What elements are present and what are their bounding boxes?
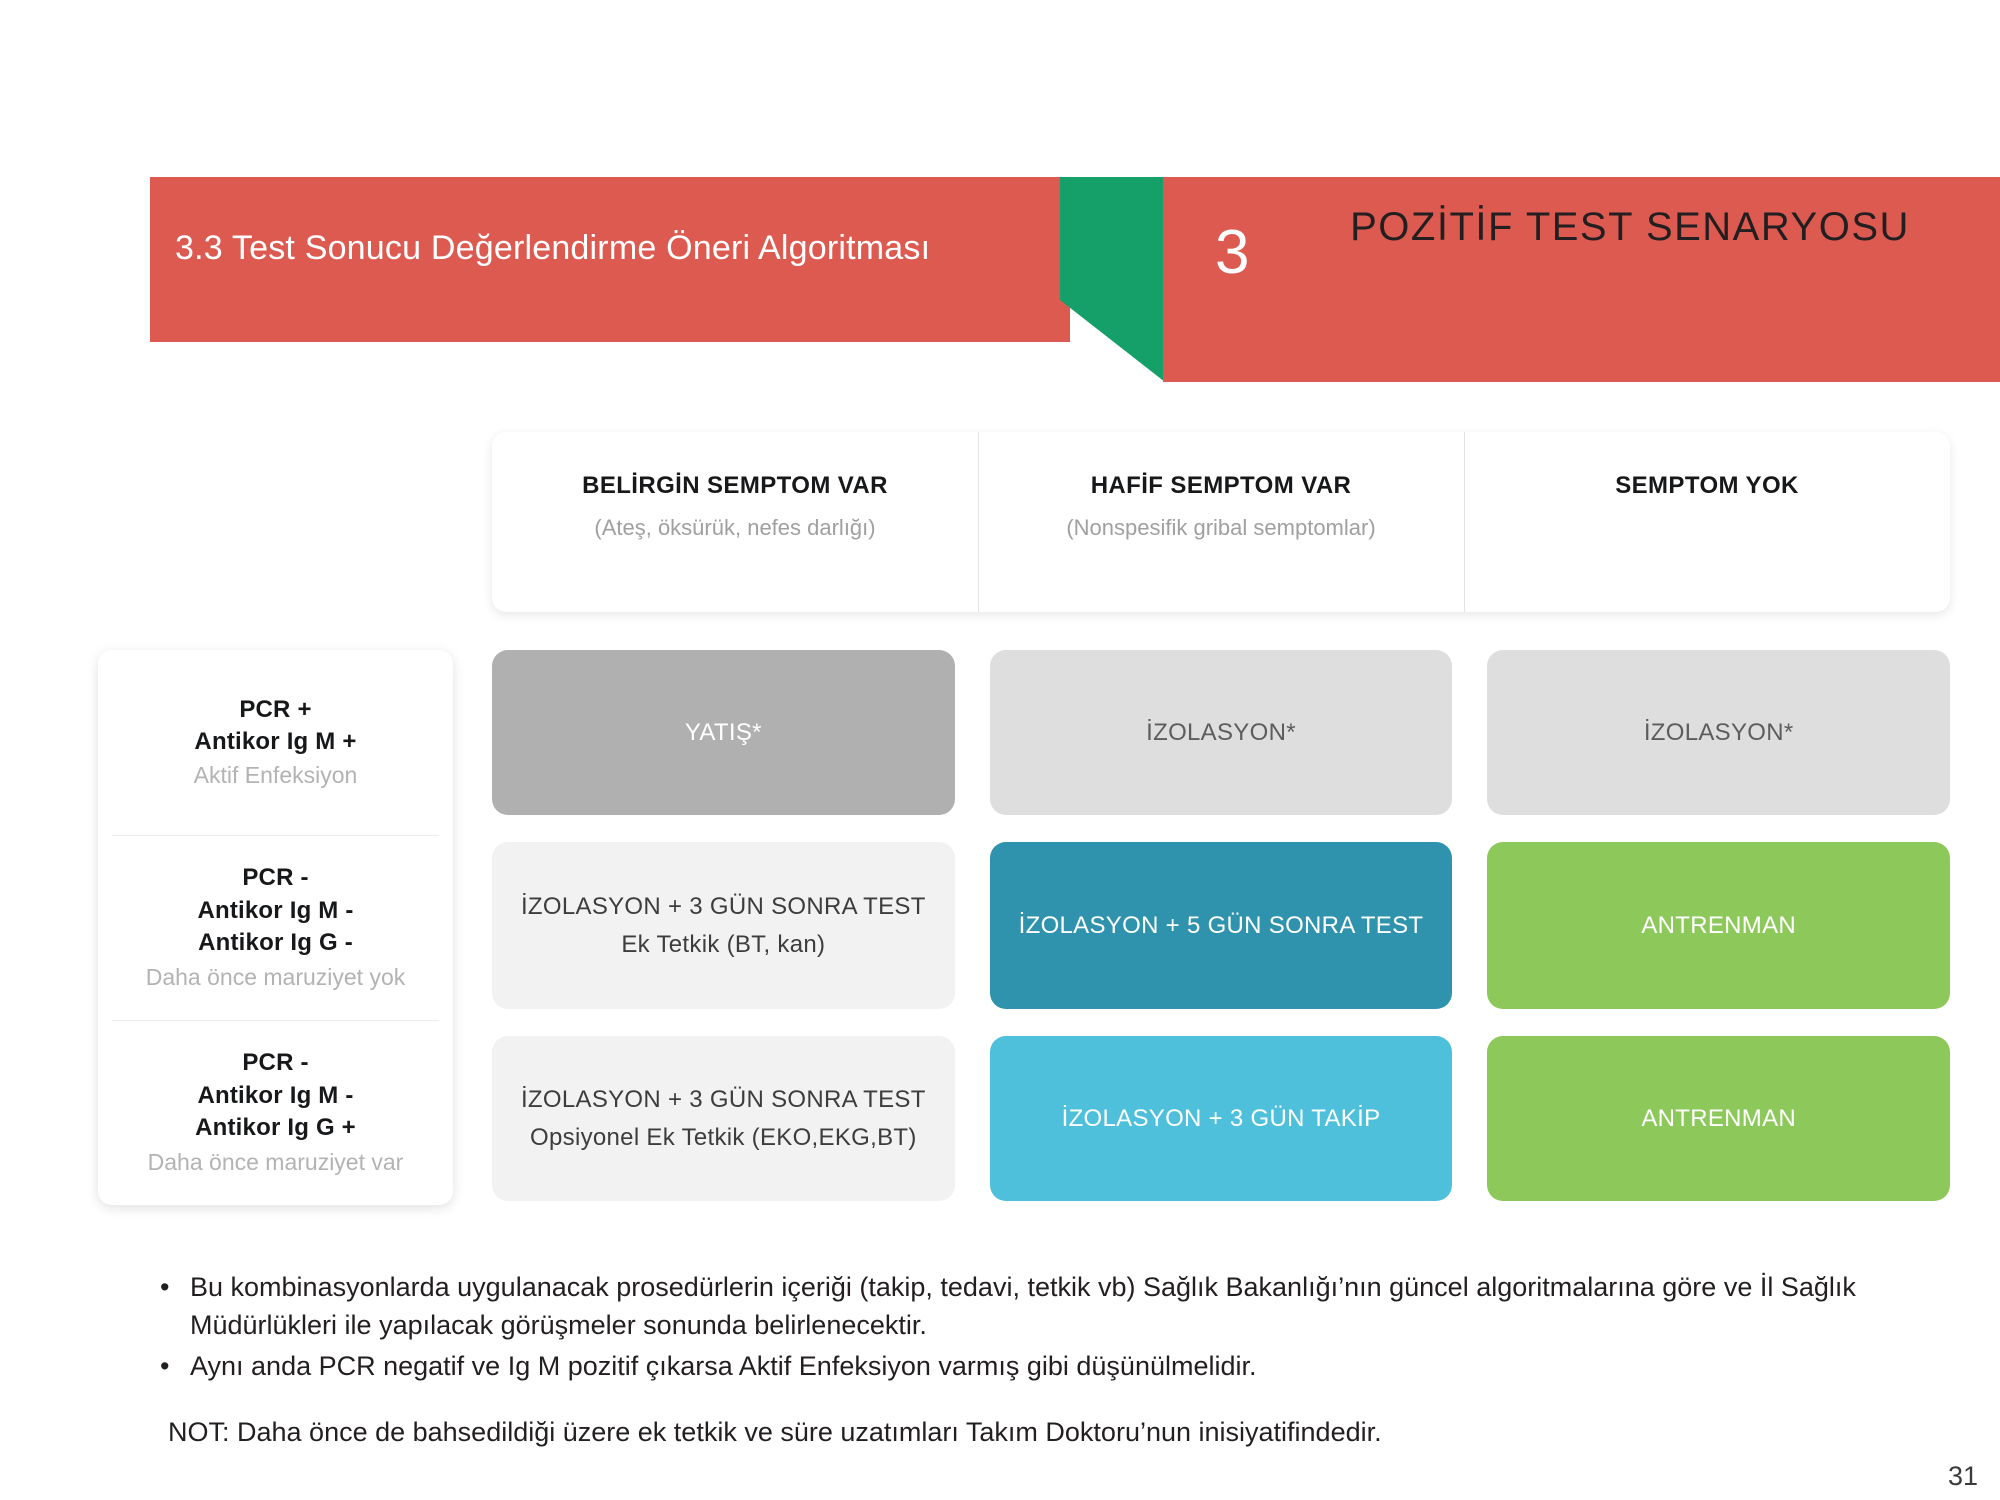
footer-bullet-text: Aynı anda PCR negatif ve Ig M pozitif çı…: [190, 1350, 1257, 1381]
cell-line-1: İZOLASYON + 3 GÜN SONRA TEST: [520, 893, 926, 921]
row-label-pcr-neg-igm-neg-igg-pos: PCR - Antikor Ig M - Antikor Ig G + Daha…: [98, 1020, 453, 1205]
grid-row-2: İZOLASYON + 3 GÜN SONRA TEST Ek Tetkik (…: [492, 842, 1951, 1009]
slide-header: 3.3 Test Sonucu Değerlendirme Öneri Algo…: [0, 0, 2000, 382]
column-headers-card: BELİRGİN SEMPTOM VAR (Ateş, öksürük, nef…: [492, 432, 1950, 612]
grid-row-1: YATIŞ* İZOLASYON* İZOLASYON*: [492, 650, 1951, 815]
row-label-line: Antikor Ig M -: [197, 1081, 354, 1109]
column-header-hafif-semptom-var: HAFİF SEMPTOM VAR (Nonspesifik gribal se…: [978, 432, 1464, 612]
header-green-arrow-shape: [1060, 177, 1165, 382]
row-label-pcr-pos-igm-pos: PCR + Antikor Ig M + Aktif Enfeksiyon: [98, 650, 453, 835]
cell-line-1: İZOLASYON + 3 GÜN SONRA TEST: [520, 1086, 926, 1114]
cell-r2c1-izolasyon-3-gun-sonra-test: İZOLASYON + 3 GÜN SONRA TEST Ek Tetkik (…: [492, 842, 955, 1009]
footer-bullet-1: • Bu kombinasyonlarda uygulanacak prosed…: [160, 1268, 1900, 1345]
row-label-line: PCR +: [239, 695, 312, 723]
cell-r2c2-izolasyon-5-gun-sonra-test: İZOLASYON + 5 GÜN SONRA TEST: [989, 842, 1453, 1009]
cell-r2c3-antrenman: ANTRENMAN: [1487, 842, 1951, 1009]
cell-r1c1-yatis: YATIŞ*: [492, 650, 955, 815]
cell-line-2: Ek Tetkik (BT, kan): [621, 930, 826, 958]
grid-row-3: İZOLASYON + 3 GÜN SONRA TEST Opsiyonel E…: [492, 1036, 1951, 1201]
row-label-line: Antikor Ig M +: [194, 727, 357, 755]
cell-line-2: Opsiyonel Ek Tetkik (EKO,EKG,BT): [530, 1123, 917, 1151]
row-label-note: Aktif Enfeksiyon: [193, 762, 358, 789]
cell-line-1: YATIŞ*: [684, 718, 762, 746]
bullet-marker-icon: •: [160, 1350, 170, 1381]
row-label-note: Daha önce maruziyet yok: [145, 963, 406, 990]
section-title: 3.3 Test Sonucu Değerlendirme Öneri Algo…: [175, 229, 931, 267]
recommendation-grid: YATIŞ* İZOLASYON* İZOLASYON* İZOLASYON +…: [492, 650, 1951, 1201]
cell-line-1: ANTRENMAN: [1641, 1104, 1797, 1132]
cell-line-1: ANTRENMAN: [1641, 911, 1797, 939]
column-header-subtitle: (Nonspesifik gribal semptomlar): [1066, 515, 1376, 541]
bullet-marker-icon: •: [160, 1272, 170, 1302]
footer-bullet-text: Bu kombinasyonlarda uygulanacak prosedür…: [190, 1272, 1856, 1341]
column-header-semptom-yok: SEMPTOM YOK: [1464, 432, 1950, 612]
cell-line-1: İZOLASYON + 3 GÜN TAKİP: [1061, 1104, 1381, 1132]
page-number: 31: [1947, 1461, 1978, 1491]
column-header-subtitle: (Ateş, öksürük, nefes darlığı): [594, 515, 876, 541]
footer-notes: • Bu kombinasyonlarda uygulanacak prosed…: [160, 1268, 1900, 1387]
scenario-number: 3: [1215, 218, 1250, 287]
cell-r1c2-izolasyon: İZOLASYON*: [989, 650, 1453, 815]
header-left-red-bar: [150, 177, 1070, 342]
cell-r1c3-izolasyon: İZOLASYON*: [1487, 650, 1951, 815]
row-label-line: PCR -: [242, 864, 309, 892]
cell-r3c1-izolasyon-3-gun-sonra-test: İZOLASYON + 3 GÜN SONRA TEST Opsiyonel E…: [492, 1036, 955, 1201]
row-label-line: PCR -: [242, 1049, 309, 1077]
column-header-title: HAFİF SEMPTOM VAR: [1090, 472, 1352, 499]
row-label-line: Antikor Ig G +: [195, 1114, 356, 1142]
footer-bullet-2: • Aynı anda PCR negatif ve Ig M pozitif …: [160, 1347, 1900, 1385]
cell-r3c3-antrenman: ANTRENMAN: [1487, 1036, 1951, 1201]
scenario-title: POZİTİF TEST SENARYOSU: [1350, 205, 1910, 249]
row-label-line: Antikor Ig G -: [198, 929, 353, 957]
row-label-pcr-neg-igm-neg-igg-neg: PCR - Antikor Ig M - Antikor Ig G - Daha…: [98, 835, 453, 1020]
row-label-note: Daha önce maruziyet var: [147, 1148, 404, 1175]
cell-r3c2-izolasyon-3-gun-takip: İZOLASYON + 3 GÜN TAKİP: [989, 1036, 1453, 1201]
header-right-red-bar: [1163, 177, 2000, 382]
cell-line-1: İZOLASYON + 5 GÜN SONRA TEST: [1018, 911, 1424, 939]
cell-line-1: İZOLASYON*: [1643, 718, 1794, 746]
column-header-title: BELİRGİN SEMPTOM VAR: [582, 472, 888, 499]
column-header-belirgin-semptom-var: BELİRGİN SEMPTOM VAR (Ateş, öksürük, nef…: [492, 432, 978, 612]
column-header-title: SEMPTOM YOK: [1615, 472, 1799, 499]
cell-line-1: İZOLASYON*: [1146, 718, 1296, 746]
row-labels-card: PCR + Antikor Ig M + Aktif Enfeksiyon PC…: [98, 650, 453, 1205]
row-label-line: Antikor Ig M -: [197, 896, 354, 924]
footer-note: NOT: Daha önce de bahsedildiği üzere ek …: [168, 1417, 1382, 1447]
